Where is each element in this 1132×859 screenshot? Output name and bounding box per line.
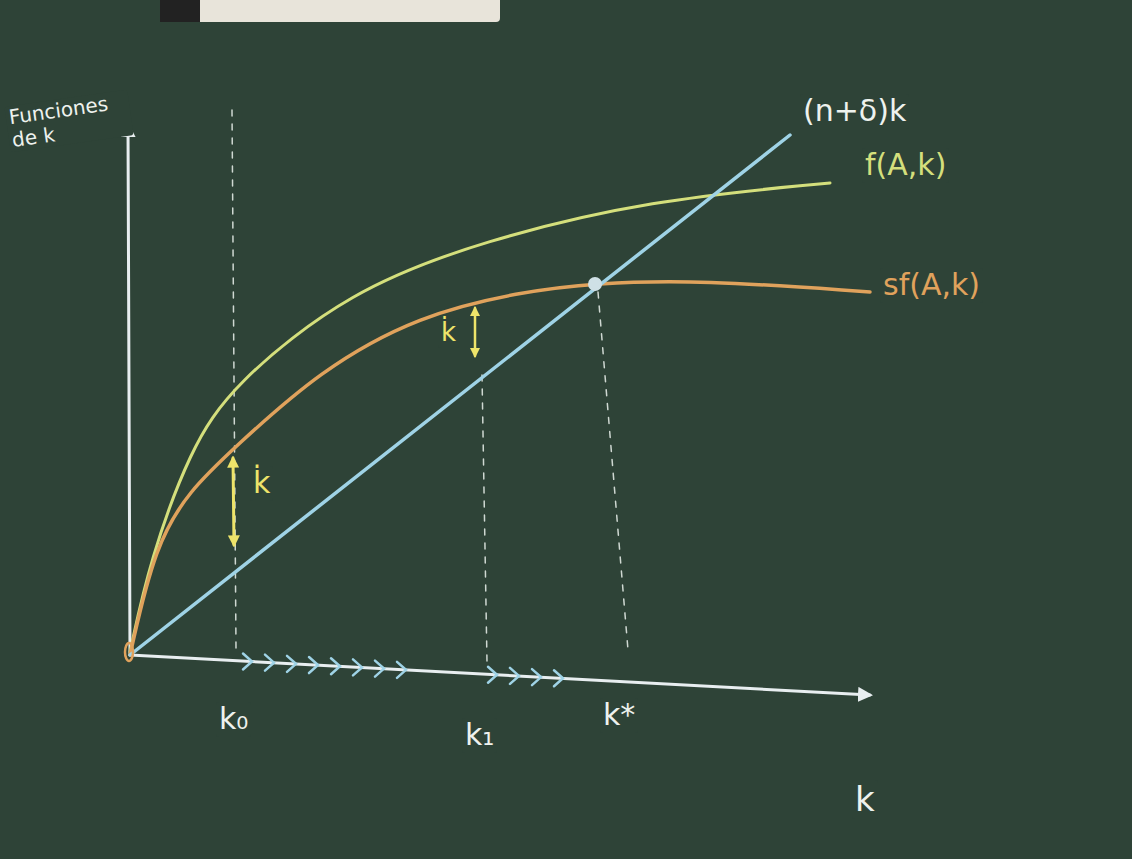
motion-arrow <box>375 661 384 677</box>
guide-k0 <box>232 110 236 648</box>
motion-arrow <box>353 659 362 675</box>
kdot-label: k̇ <box>250 466 273 501</box>
curve-label: (n+δ)k <box>800 94 909 129</box>
tick-label: k* <box>600 698 638 733</box>
motion-arrow <box>243 653 252 669</box>
curve-label: f(A,k) <box>862 148 949 183</box>
motion-arrow <box>554 670 563 686</box>
production-curve <box>130 183 830 652</box>
origin-mark <box>125 643 133 661</box>
motion-arrow <box>287 656 296 672</box>
x-axis <box>130 655 870 695</box>
curve-label: sf(A,k) <box>880 268 983 303</box>
motion-arrow <box>265 655 274 671</box>
motion-arrow <box>510 668 519 684</box>
y-axis <box>128 125 130 655</box>
depreciation-line <box>130 135 790 655</box>
savings-curve <box>130 282 870 655</box>
guide-k1 <box>482 375 487 662</box>
axis-label: Funciones de k <box>4 90 133 153</box>
tick-label: k₀ <box>216 702 251 737</box>
steady-state-point <box>588 277 602 291</box>
motion-arrow <box>331 658 340 674</box>
motion-arrow <box>309 657 318 673</box>
axis-label: k <box>852 780 878 819</box>
marker <box>160 0 500 22</box>
guide-kstar <box>598 292 628 650</box>
motion-arrow <box>397 662 406 678</box>
kdot-arrow <box>233 458 234 545</box>
motion-arrow <box>488 667 497 683</box>
motion-arrow <box>532 669 541 685</box>
tick-label: k₁ <box>462 718 497 753</box>
marker-cap <box>160 0 200 22</box>
kdot-label: k̇ <box>438 318 459 348</box>
kdot-arrow <box>474 308 477 356</box>
